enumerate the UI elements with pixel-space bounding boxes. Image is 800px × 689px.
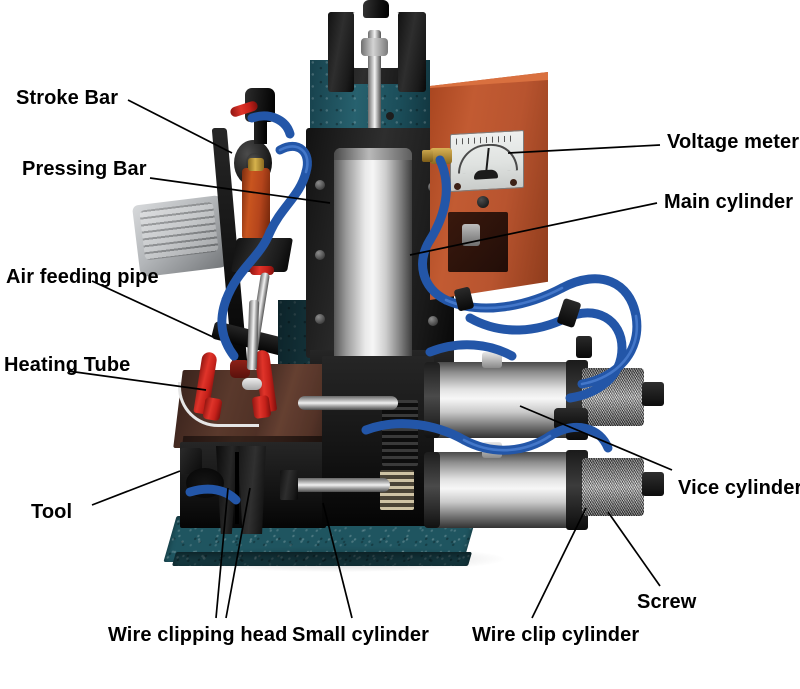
control-box-indicator: [477, 196, 489, 208]
label-small-cylinder: Small cylinder: [292, 624, 430, 646]
machine-photograph: [130, 0, 675, 600]
label-screw: Screw: [637, 591, 697, 613]
control-box-side-screw-top: [386, 112, 394, 120]
label-air-feeding-pipe: Air feeding pipe: [6, 266, 159, 288]
label-heating-tube: Heating Tube: [4, 354, 131, 376]
control-box-screw-right: [510, 179, 517, 186]
wire-clip-cylinder-left-cap: [424, 452, 440, 528]
leader-voltage-meter: [507, 144, 661, 154]
wire-clipping-head-gap: [235, 452, 239, 524]
label-pressing-bar: Pressing Bar: [22, 158, 147, 180]
vice-cylinder-screw[interactable]: [642, 382, 664, 406]
main-piston-rod-collar: [361, 38, 388, 56]
label-tool: Tool: [31, 501, 73, 523]
control-box-screw-left: [454, 183, 461, 190]
leader-heating-tube: [67, 370, 207, 391]
adjustment-knob-stem: [254, 118, 267, 144]
pressing-bar: [242, 168, 270, 240]
pressing-bar-seal: [250, 266, 274, 275]
label-stroke-bar: Stroke Bar: [16, 87, 119, 109]
label-vice-cylinder: Vice cylinder: [678, 477, 800, 499]
housing-screw-low-right: [428, 316, 438, 326]
leader-wire-clipping-head-a: [215, 487, 229, 619]
vice-cylinder-left-cap: [424, 362, 440, 438]
small-cylinder-lower: [290, 478, 390, 492]
leader-tool: [91, 470, 181, 506]
wire-clipping-head-blade-right: [238, 446, 266, 534]
small-cylinder: [298, 396, 398, 410]
wire-clip-cylinder-body: [430, 452, 578, 528]
tool: [180, 448, 202, 474]
brass-fitting-nut: [422, 150, 433, 162]
top-bracket-left-arm: [328, 12, 354, 92]
screw[interactable]: [642, 472, 664, 496]
housing-screw-mid-left: [315, 250, 325, 260]
leader-main-cylinder: [409, 202, 658, 256]
label-voltage-meter: Voltage meter: [667, 131, 800, 153]
top-knob[interactable]: [363, 0, 389, 18]
main-cylinder-body: [334, 148, 412, 360]
pressing-bar-top-fitting: [248, 158, 264, 171]
tube-fitting-lower-right: [576, 336, 592, 358]
main-piston-rod: [368, 30, 381, 142]
heating-connector: [230, 360, 250, 378]
gear-rack: [382, 400, 418, 466]
leader-wire-clip-cylinder: [531, 507, 587, 619]
white-wire-cap: [242, 378, 262, 390]
leader-air-feeding-pipe: [91, 280, 214, 338]
leader-small-cylinder: [322, 502, 353, 619]
label-wire-clip-cylinder: Wire clip cylinder: [472, 624, 640, 646]
housing-screw-upper-left: [315, 180, 325, 190]
label-wire-clipping-head: Wire clipping head: [108, 624, 288, 646]
leader-vice-cylinder: [519, 405, 673, 471]
leader-pressing-bar: [149, 177, 331, 204]
small-cylinder-mount-left: [280, 470, 298, 500]
pneumatic-tubing: [185, 111, 642, 505]
vice-cylinder-port-top: [482, 352, 502, 368]
leader-stroke-bar: [127, 99, 233, 154]
wire-clip-cylinder-knurled-adjuster[interactable]: [582, 458, 644, 516]
top-bracket-right-arm: [398, 12, 426, 92]
leader-wire-clipping-head-b: [225, 487, 251, 619]
leader-screw: [607, 511, 661, 587]
housing-screw-low-left: [315, 314, 325, 324]
main-cylinder-top-cap: [334, 148, 412, 160]
vice-cylinder-body: [430, 362, 578, 438]
label-main-cylinder: Main cylinder: [664, 191, 794, 213]
